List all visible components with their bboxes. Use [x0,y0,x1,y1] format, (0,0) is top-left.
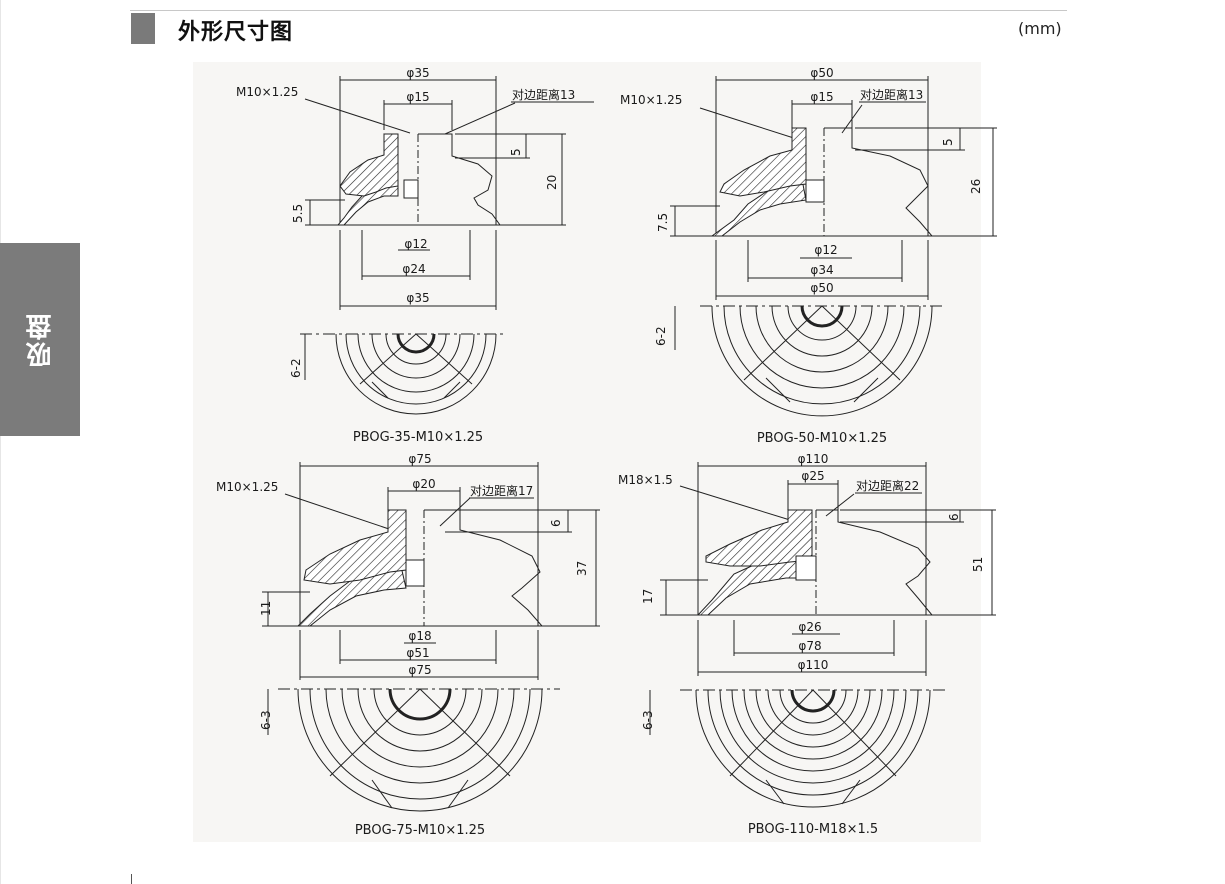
d3-bore-dia: φ18 [408,629,431,643]
d1-mid-dia: φ24 [402,262,425,276]
d4-across-flats: 对边距离22 [856,478,919,493]
d2-bore-dia: φ12 [814,243,837,257]
d2-outer-dia-bottom: φ50 [810,281,833,295]
labels-pbog-110: φ110 φ25 M18×1.5 对边距离22 6 51 17 φ26 φ78 … [618,452,985,837]
d3-outer-dia-top: φ75 [408,452,431,466]
labels-pbog-35: φ35 φ15 M10×1.25 对边距离13 5 20 5.5 φ12 φ24… [236,66,575,445]
d4-mid-dia: φ78 [798,639,821,653]
d4-model-name: PBOG-110-M18×1.5 [748,822,878,837]
d3-mid-dia: φ51 [406,646,429,660]
d4-inner-dia-top: φ25 [801,469,824,483]
labels-pbog-75: φ75 φ20 M10×1.25 对边距离17 6 37 11 φ18 φ51 … [216,452,589,838]
d1-thread: M10×1.25 [236,85,298,99]
d3-rib-depth: 6-3 [259,710,273,730]
d4-outer-dia-bottom: φ110 [798,658,829,672]
d3-inner-dia-top: φ20 [412,477,435,491]
d3-thread: M10×1.25 [216,480,278,494]
labels-pbog-50: φ50 φ15 M10×1.25 对边距离13 5 26 7.5 φ12 φ34… [620,66,983,446]
d4-outer-dia-top: φ110 [798,452,829,466]
d3-across-flats: 对边距离17 [470,483,533,498]
d3-outer-dia-bottom: φ75 [408,663,431,677]
d2-total-height: 26 [969,179,983,194]
d1-model-name: PBOG-35-M10×1.25 [353,430,483,445]
page-corner-mark [131,874,132,884]
unit-label: (mm) [1018,19,1062,38]
d1-bellows-height: 5.5 [291,204,305,223]
drawing-pbog-110 [649,462,996,808]
d1-inner-dia-top: φ15 [406,90,429,104]
header-rule [130,10,1067,11]
d4-bore-dia: φ26 [798,620,821,634]
drawing-pbog-75 [262,462,600,812]
dimension-drawings [193,62,981,842]
page-left-border [0,0,1,884]
d1-across-flats: 对边距离13 [512,87,575,102]
d2-thread: M10×1.25 [620,93,682,107]
page-title: 外形尺寸图 [178,20,294,45]
d3-model-name: PBOG-75-M10×1.25 [355,823,485,838]
d4-thread: M18×1.5 [618,473,673,487]
d4-bellows-height: 17 [641,589,655,604]
drawing-pbog-50 [670,76,997,417]
across-flats-underlines [469,101,926,499]
d1-total-height: 20 [545,175,559,190]
d1-outer-dia-top: φ35 [406,66,429,80]
drawing-pbog-35 [300,76,566,415]
d2-mid-dia: φ34 [810,263,833,277]
d2-hex-height: 5 [941,138,955,146]
d1-bore-dia: φ12 [404,237,427,251]
d4-rib-depth: 6-3 [641,710,655,730]
d2-inner-dia-top: φ15 [810,90,833,104]
d3-hex-height: 6 [549,519,563,527]
d2-across-flats: 对边距离13 [860,87,923,102]
d4-hex-height: 6 [947,513,961,521]
d3-total-height: 37 [575,561,589,576]
d1-rib-depth: 6-2 [289,358,303,378]
d2-outer-dia-top: φ50 [810,66,833,80]
d2-rib-depth: 6-2 [654,326,668,346]
d1-outer-dia-bottom: φ35 [406,291,429,305]
title-marker [131,13,155,44]
d2-bellows-height: 7.5 [656,213,670,232]
d4-total-height: 51 [971,557,985,572]
d1-hex-height: 5 [509,148,523,156]
d2-model-name: PBOG-50-M10×1.25 [757,431,887,446]
d3-bellows-height: 11 [259,601,273,616]
side-tab[interactable]: 吸盘 [0,243,80,436]
